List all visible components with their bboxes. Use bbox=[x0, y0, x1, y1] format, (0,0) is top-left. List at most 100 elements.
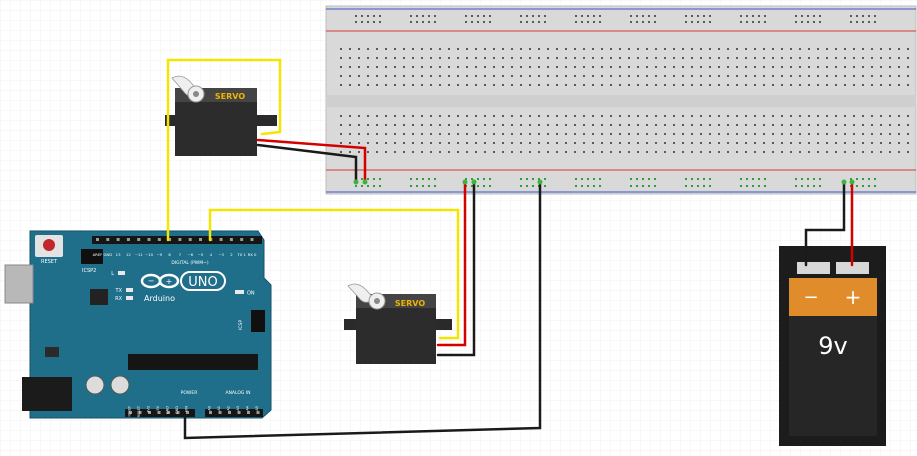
breadboard-hole bbox=[745, 133, 747, 135]
breadboard-hole bbox=[874, 15, 876, 17]
servo-bottom-label: SERVO bbox=[395, 299, 425, 308]
breadboard-hole bbox=[511, 115, 513, 117]
analog-pin bbox=[237, 411, 241, 414]
breadboard-hole bbox=[764, 21, 766, 23]
breadboard-hole bbox=[907, 124, 909, 126]
breadboard-hole bbox=[754, 84, 756, 86]
breadboard-hole bbox=[799, 75, 801, 77]
breadboard-hole bbox=[808, 115, 810, 117]
breadboard-hole bbox=[367, 21, 369, 23]
breadboard-hole bbox=[367, 84, 369, 86]
breadboard-hole bbox=[628, 124, 630, 126]
breadboard-hole bbox=[403, 142, 405, 144]
breadboard-hole bbox=[648, 21, 650, 23]
breadboard-hole bbox=[637, 57, 639, 59]
breadboard-hole bbox=[520, 115, 522, 117]
breadboard-hole bbox=[898, 75, 900, 77]
breadboard-hole bbox=[727, 84, 729, 86]
breadboard-hole bbox=[574, 66, 576, 68]
led-tx bbox=[126, 288, 133, 292]
breadboard-hole bbox=[758, 21, 760, 23]
breadboard-hole bbox=[349, 84, 351, 86]
breadboard-hole bbox=[745, 66, 747, 68]
breadboard-hole bbox=[817, 57, 819, 59]
breadboard-hole bbox=[685, 21, 687, 23]
breadboard-hole bbox=[817, 133, 819, 135]
breadboard-hole bbox=[538, 15, 540, 17]
breadboard-hole bbox=[489, 21, 491, 23]
breadboard-hole bbox=[471, 178, 473, 180]
breadboard-hole bbox=[565, 75, 567, 77]
breadboard-hole bbox=[430, 84, 432, 86]
breadboard-hole bbox=[646, 84, 648, 86]
breadboard-hole bbox=[394, 115, 396, 117]
breadboard-hole bbox=[619, 48, 621, 50]
breadboard-hole bbox=[736, 133, 738, 135]
breadboard-hole bbox=[709, 185, 711, 187]
breadboard-hole bbox=[340, 151, 342, 153]
breadboard-hole bbox=[484, 115, 486, 117]
breadboard-hole bbox=[682, 142, 684, 144]
breadboard-hole bbox=[475, 84, 477, 86]
breadboard-hole bbox=[412, 84, 414, 86]
breadboard-hole bbox=[373, 185, 375, 187]
breadboard-hole bbox=[898, 66, 900, 68]
breadboard-hole bbox=[868, 185, 870, 187]
breadboard-hole bbox=[532, 185, 534, 187]
breadboard-hole bbox=[736, 115, 738, 117]
breadboard-hole bbox=[844, 142, 846, 144]
breadboard-hole bbox=[583, 124, 585, 126]
breadboard-hole bbox=[412, 66, 414, 68]
breadboard-hole bbox=[367, 115, 369, 117]
led-rx-label: RX bbox=[115, 296, 122, 302]
breadboard-hole bbox=[764, 178, 766, 180]
breadboard-hole bbox=[808, 57, 810, 59]
breadboard-hole bbox=[826, 124, 828, 126]
breadboard-hole bbox=[574, 57, 576, 59]
breadboard-hole bbox=[376, 142, 378, 144]
breadboard-hole bbox=[520, 66, 522, 68]
breadboard-hole bbox=[538, 124, 540, 126]
power-pin-label: GND bbox=[175, 406, 179, 414]
breadboard bbox=[325, 5, 917, 195]
breadboard-hole bbox=[673, 57, 675, 59]
breadboard-hole bbox=[493, 66, 495, 68]
breadboard-hole bbox=[781, 48, 783, 50]
breadboard-hole bbox=[880, 84, 882, 86]
breadboard-hole bbox=[835, 84, 837, 86]
breadboard-hole bbox=[648, 15, 650, 17]
breadboard-hole bbox=[434, 185, 436, 187]
breadboard-hole bbox=[526, 185, 528, 187]
breadboard-hole bbox=[646, 66, 648, 68]
breadboard-hole bbox=[358, 133, 360, 135]
reset-label: RESET bbox=[41, 259, 58, 265]
breadboard-hole bbox=[493, 124, 495, 126]
capacitor-1 bbox=[85, 375, 105, 395]
breadboard-hole bbox=[385, 66, 387, 68]
breadboard-hole bbox=[862, 115, 864, 117]
breadboard-hole bbox=[583, 57, 585, 59]
breadboard-hole bbox=[907, 133, 909, 135]
breadboard-hole bbox=[745, 57, 747, 59]
breadboard-hole bbox=[655, 48, 657, 50]
breadboard-hole bbox=[781, 115, 783, 117]
breadboard-hole bbox=[637, 66, 639, 68]
breadboard-hole bbox=[538, 21, 540, 23]
breadboard-hole bbox=[772, 151, 774, 153]
breadboard-hole bbox=[700, 133, 702, 135]
power-pin bbox=[157, 411, 161, 414]
breadboard-hole bbox=[581, 178, 583, 180]
breadboard-hole bbox=[868, 15, 870, 17]
breadboard-hole bbox=[376, 75, 378, 77]
breadboard-hole bbox=[574, 124, 576, 126]
breadboard-hole bbox=[511, 151, 513, 153]
breadboard-hole bbox=[799, 142, 801, 144]
breadboard-hole bbox=[682, 115, 684, 117]
wire-endpoints bbox=[353, 179, 855, 185]
breadboard-hole bbox=[574, 151, 576, 153]
breadboard-hole bbox=[646, 133, 648, 135]
breadboard-hole bbox=[727, 115, 729, 117]
reset-button[interactable] bbox=[43, 239, 55, 251]
breadboard-hole bbox=[475, 124, 477, 126]
